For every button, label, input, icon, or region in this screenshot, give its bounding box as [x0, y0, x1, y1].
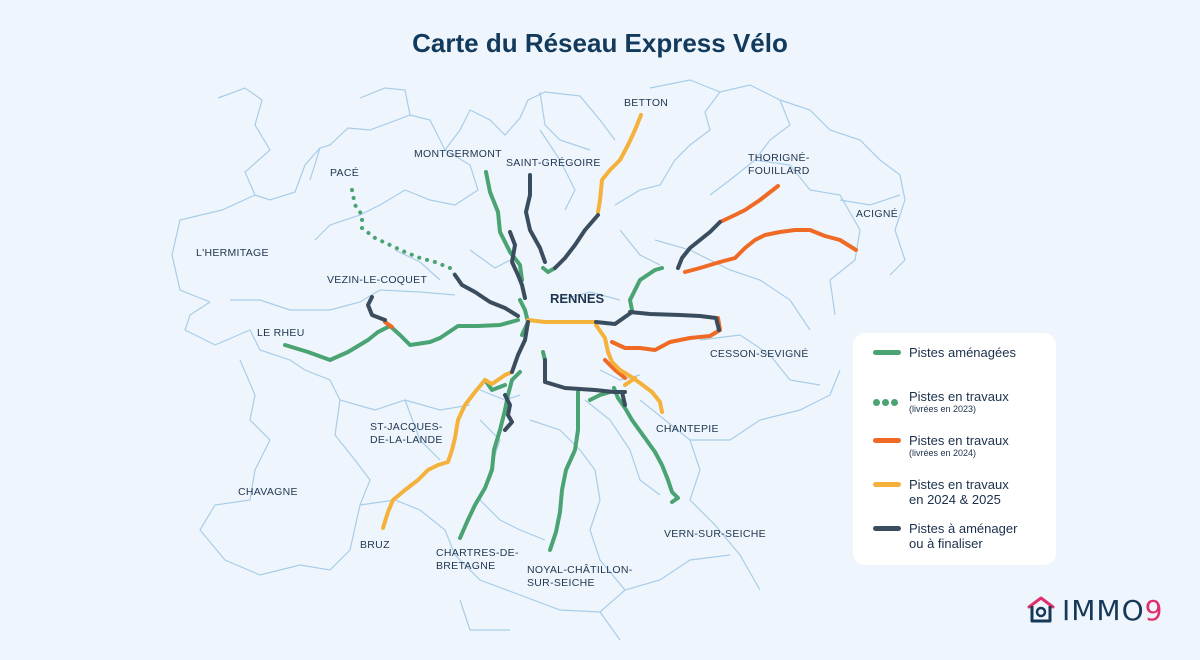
label-cesson: CESSON-SEVIGNÉ: [710, 347, 809, 360]
legend-label-line2: en 2024 & 2025: [909, 492, 1001, 507]
legend-sublabel: (livrées en 2023): [909, 404, 977, 414]
track-montgermont: [484, 170, 524, 282]
track-cesson-dark: [628, 310, 721, 332]
legend-item-existing: Pistes aménagées: [873, 345, 1042, 389]
legend-item-works-2025: Pistes en travaux en 2024 & 2025: [873, 477, 1042, 521]
track-vezin: [453, 273, 520, 318]
legend-swatch-green: [873, 350, 901, 355]
commune-boundaries: [171, 79, 906, 641]
label-noyal-1: NOYAL-CHÂTILLON-: [527, 563, 633, 576]
legend-item-works-2023: Pistes en travaux (livrées en 2023): [873, 389, 1042, 433]
commune-labels: BETTON MONTGERMONT SAINT-GRÉGOIRE THORIG…: [196, 97, 898, 589]
legend-swatch-orange: [873, 438, 901, 443]
legend-label: Pistes en travaux: [909, 433, 1009, 448]
label-st-jacques-2: DE-LA-LANDE: [370, 434, 443, 446]
house-logo-icon: [1027, 596, 1055, 623]
legend-label: Pistes aménagées: [909, 345, 1016, 360]
track-chartres-dark: [503, 393, 514, 432]
map-legend: Pistes aménagées Pistes en travaux (livr…: [853, 333, 1056, 565]
tracks-works-2023: [350, 188, 457, 277]
label-chantepie: CHANTEPIE: [656, 423, 719, 435]
label-chartres-1: CHARTRES-DE-: [436, 547, 519, 559]
track-chantepie-orange: [603, 358, 627, 380]
track-center-south-dark: [510, 320, 530, 374]
legend-sublabel: (livrées en 2024): [909, 448, 977, 458]
track-cesson-north: [628, 266, 664, 312]
label-pace: PACÉ: [330, 166, 359, 179]
legend-item-planned: Pistes à aménager ou à finaliser: [873, 521, 1042, 561]
label-vern: VERN-SUR-SEICHE: [664, 528, 766, 540]
label-hermitage: L'HERMITAGE: [196, 247, 269, 259]
label-acigne: ACIGNÉ: [856, 207, 898, 220]
label-le-rheu: LE RHEU: [257, 327, 305, 339]
track-saint-gregoire: [524, 173, 547, 264]
legend-swatch-dark: [873, 526, 901, 531]
track-pace: [350, 188, 457, 277]
legend-label-line2: ou à finaliser: [909, 536, 983, 551]
logo-nine: 9: [1144, 593, 1164, 627]
track-le-rheu: [283, 318, 520, 362]
label-noyal-2: SUR-SEICHE: [527, 577, 595, 589]
label-saint-gregoire: SAINT-GRÉGOIRE: [506, 156, 601, 169]
label-chartres-2: BRETAGNE: [436, 560, 495, 572]
label-thorigne-2: FOUILLARD: [748, 165, 810, 177]
legend-label: Pistes en travaux: [909, 477, 1009, 492]
track-south-ring: [543, 358, 627, 394]
track-sg-link: [553, 213, 600, 270]
track-center-east: [594, 310, 634, 326]
logo-word: IMMO: [1062, 593, 1145, 627]
tracks-works-2024: [383, 184, 858, 380]
label-st-jacques-1: ST-JACQUES-: [370, 421, 443, 433]
tracks-planned: [366, 173, 722, 432]
legend-swatch-dotted: [873, 393, 901, 406]
legend-label: Pistes à aménager: [909, 521, 1018, 536]
track-montgermont-dark: [508, 230, 527, 300]
map-title: Carte du Réseau Express Vélo: [412, 28, 788, 58]
track-center-yellow: [526, 318, 597, 324]
legend-swatch-yellow: [873, 482, 901, 487]
tracks-existing: [283, 170, 680, 552]
label-chavagne: CHAVAGNE: [238, 486, 298, 498]
track-cesson-south: [610, 316, 722, 352]
label-rennes: RENNES: [550, 291, 605, 306]
legend-item-works-2024: Pistes en travaux (livrées en 2024): [873, 433, 1042, 477]
label-bruz: BRUZ: [360, 539, 390, 551]
track-chantepie-yellow: [594, 323, 664, 414]
track-chartres: [458, 370, 522, 540]
track-center-y2: [623, 376, 637, 387]
track-bruz: [381, 378, 487, 530]
track-bruz-top: [483, 370, 514, 386]
track-lerheu-orange: [383, 320, 394, 329]
track-vezin-small: [366, 295, 387, 322]
logo-text: IMMO9: [1062, 594, 1163, 627]
track-noyal: [548, 390, 580, 552]
track-chantepie-dark: [620, 390, 627, 407]
tracks-works-2025: [381, 113, 664, 530]
immo9-logo: IMMO9: [1024, 590, 1163, 630]
label-vezin: VEZIN-LE-COQUET: [327, 274, 427, 286]
track-thorigne: [718, 184, 780, 224]
track-thorigne-dark: [676, 220, 722, 270]
label-thorigne-1: THORIGNÉ-: [748, 151, 810, 164]
label-montgermont: MONTGERMONT: [414, 148, 502, 160]
track-vern: [612, 386, 680, 504]
label-betton: BETTON: [624, 97, 668, 109]
track-acigne: [683, 228, 858, 274]
track-saint-gregoire-end: [541, 266, 557, 274]
legend-label: Pistes en travaux: [909, 389, 1009, 404]
track-betton: [596, 113, 643, 214]
